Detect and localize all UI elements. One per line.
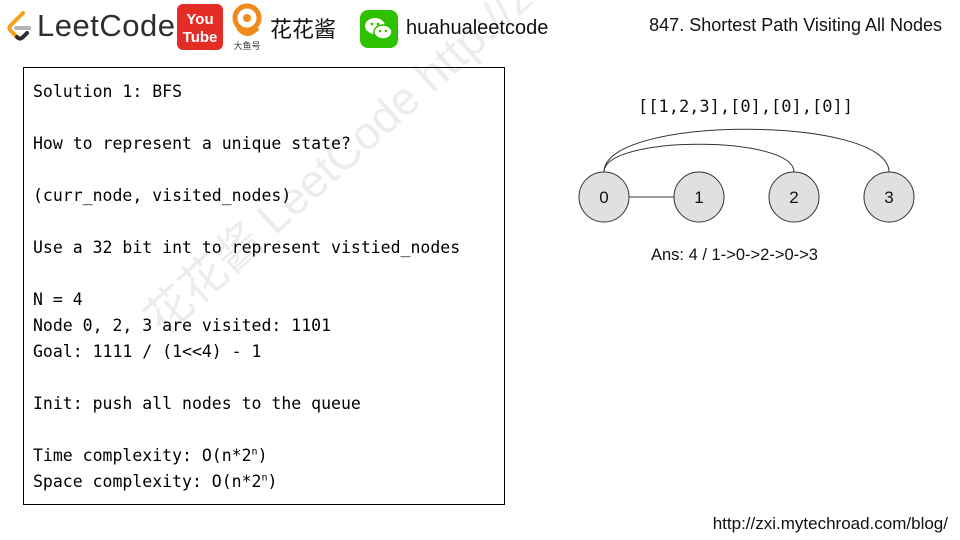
note-line: (curr_node, visited_nodes) xyxy=(33,186,292,205)
space-complexity-exponent: n xyxy=(261,472,268,484)
leetcode-wordmark: LeetCode xyxy=(37,8,176,43)
node-label-0: 0 xyxy=(599,188,608,207)
space-complexity-line: Space complexity: O(n*2n) xyxy=(33,469,460,495)
node-3 xyxy=(863,171,915,223)
dayuhao-label: 大鱼号 xyxy=(233,40,260,52)
note-line xyxy=(33,261,460,287)
note-line: Use a 32 bit int to represent vistied_no… xyxy=(33,238,461,257)
time-complexity-line: Time complexity: O(n*2n) xyxy=(33,443,460,469)
time-complexity-close: ) xyxy=(257,446,268,465)
note-line: N = 4 xyxy=(33,290,83,309)
wechat-icon[interactable] xyxy=(360,10,398,53)
node-2 xyxy=(768,171,820,223)
edge-0-2 xyxy=(603,143,795,173)
solution-notes: Solution 1: BFS How to represent a uniqu… xyxy=(33,79,460,495)
note-line xyxy=(33,209,460,235)
dayuhao-icon[interactable]: 大鱼号 xyxy=(230,2,266,57)
space-complexity-text: Space complexity: O(n*2 xyxy=(33,472,262,491)
graph-input: [[1,2,3],[0],[0],[0]] xyxy=(638,97,853,117)
note-line: Node 0, 2, 3 are visited: 1101 xyxy=(33,316,332,335)
time-complexity-text: Time complexity: O(n*2 xyxy=(33,446,252,465)
youtube-you-text: You xyxy=(186,11,213,28)
space-complexity-close: ) xyxy=(267,472,278,491)
graph-diagram: [[1,2,3],[0],[0],[0]] 0 1 2 3 Ans: 4 / 1->0… xyxy=(560,85,940,285)
graph-svg: 0 1 2 3 xyxy=(578,128,915,223)
time-complexity-exponent: n xyxy=(251,446,258,458)
header: LeetCode You Tube 大鱼号 花花酱 huahualeetcode… xyxy=(0,0,960,60)
note-line: How to represent a unique state? xyxy=(33,134,351,153)
wechat-name: huahualeetcode xyxy=(406,17,549,39)
youtube-tube-text: Tube xyxy=(183,29,218,46)
node-label-2: 2 xyxy=(789,188,798,207)
note-line xyxy=(33,417,460,443)
note-line xyxy=(33,105,460,131)
node-label-3: 3 xyxy=(884,188,893,207)
youtube-icon[interactable]: You Tube xyxy=(177,4,223,55)
note-line: Solution 1: BFS xyxy=(33,82,183,101)
note-line: Goal: 1111 / (1<<4) - 1 xyxy=(33,342,262,361)
node-1 xyxy=(673,171,725,223)
edge-0-3 xyxy=(603,128,890,173)
leetcode-logo-icon xyxy=(7,11,31,41)
graph-answer: Ans: 4 / 1->0->2->0->3 xyxy=(651,246,818,264)
note-line xyxy=(33,365,460,391)
footer-url[interactable]: http://zxi.mytechroad.com/blog/ xyxy=(712,514,948,533)
leetcode-brand[interactable]: LeetCode xyxy=(5,6,175,46)
note-line: Init: push all nodes to the queue xyxy=(33,394,361,413)
note-line xyxy=(33,157,460,183)
problem-title: 847. Shortest Path Visiting All Nodes xyxy=(649,15,942,35)
node-label-1: 1 xyxy=(694,188,703,207)
solution-notes-box: Solution 1: BFS How to represent a uniqu… xyxy=(23,67,505,505)
node-0 xyxy=(578,171,630,223)
channel-name-cn: 花花酱 xyxy=(270,18,337,43)
